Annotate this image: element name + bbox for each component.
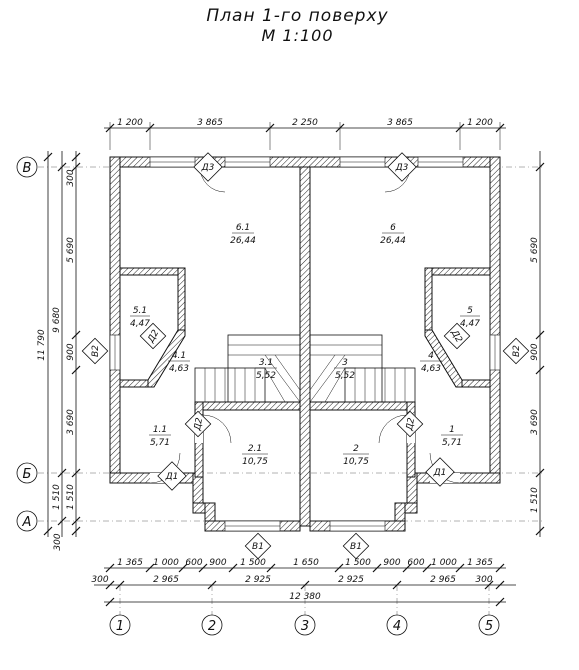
axis-label: 4 (393, 619, 401, 634)
room-area: 4,63 (169, 364, 189, 374)
dim-text: 3 690 (530, 409, 540, 435)
bottom-dimensions: 1 365 1 000 600 900 1 500 1 650 1 500 90… (91, 558, 516, 607)
dim-text: 600 (407, 558, 424, 568)
dim-text: 5 690 (66, 237, 76, 263)
dim-text: 9 680 (52, 307, 62, 333)
axis-label: 1 (116, 619, 124, 634)
dim-text: 1 365 (467, 558, 493, 568)
dim-text: 1 500 (345, 558, 371, 568)
room-number: 6 (390, 223, 396, 233)
dim-text: 3 690 (66, 409, 76, 435)
dim-text: 2 965 (153, 575, 179, 585)
room-number: 2.1 (248, 444, 262, 454)
dim-text: 1 510 (52, 484, 62, 510)
top-dimensions: 1 200 3 865 2 250 3 865 1 200 (104, 118, 506, 150)
window-tag: В1 (252, 542, 264, 552)
axis-label: В (23, 161, 32, 176)
dim-text: 900 (209, 558, 226, 568)
room-area: 4,47 (460, 319, 480, 329)
room-number: 5.1 (133, 306, 147, 316)
axis-label: 3 (301, 619, 309, 634)
room-number: 2 (353, 444, 359, 454)
door-tag: Д1 (433, 468, 447, 478)
axis-label: 5 (485, 619, 493, 634)
dim-text: 600 (185, 558, 202, 568)
dim-text: 3 865 (387, 118, 413, 128)
dim-text: 2 925 (338, 575, 364, 585)
room-area: 5,71 (442, 438, 462, 448)
room-labels: 6.1 26,44 6 26,44 5.1 4,47 5 4,47 4.1 4,… (130, 223, 480, 467)
room-area: 10,75 (343, 457, 369, 467)
room-number: 3 (342, 358, 348, 368)
dim-text: 900 (383, 558, 400, 568)
axis-label: Б (23, 467, 32, 482)
room-area: 26,44 (230, 236, 256, 246)
dim-text: 11 790 (37, 329, 47, 361)
door-tag: Д2 (405, 417, 417, 433)
dim-text: 300 (66, 169, 76, 186)
right-dimensions: 5 690 900 3 690 1 510 (530, 151, 545, 537)
dim-text: 1 365 (117, 558, 143, 568)
dim-text: 1 510 (530, 487, 540, 513)
room-number: 3.1 (259, 358, 273, 368)
door-tag: Д3 (395, 163, 409, 173)
window-tag: В1 (350, 542, 362, 552)
drawing-title: План 1-го поверху (206, 6, 389, 26)
dim-text: 1 000 (153, 558, 179, 568)
room-area: 26,44 (380, 236, 406, 246)
room-area: 10,75 (242, 457, 268, 467)
axis-label: 2 (208, 619, 216, 634)
axis-label: А (22, 515, 32, 530)
window-tag: В2 (91, 345, 101, 357)
dim-text: 1 500 (240, 558, 266, 568)
opening-tags: Д3 Д3 Д2 Д2 Д2 Д2 Д1 Д1 (81, 152, 530, 560)
dim-text: 300 (53, 533, 63, 550)
dim-text: 5 690 (530, 237, 540, 263)
dim-total: 12 380 (289, 592, 321, 602)
dim-text: 300 (475, 575, 492, 585)
room-number: 4.1 (172, 351, 186, 361)
dim-text: 1 510 (66, 484, 76, 510)
room-area: 5,71 (150, 438, 170, 448)
axis-bubbles-letters: В Б А (16, 156, 38, 532)
window-tag: В2 (512, 345, 522, 357)
room-area: 5,52 (335, 371, 355, 381)
dim-text: 1 200 (117, 118, 143, 128)
dim-text: 1 650 (293, 558, 319, 568)
room-number: 1 (449, 425, 455, 435)
dim-text: 300 (91, 575, 108, 585)
room-area: 4,47 (130, 319, 150, 329)
room-area: 5,52 (256, 371, 276, 381)
room-number: 4 (428, 351, 434, 361)
room-number: 1.1 (153, 425, 167, 435)
drawing-scale: М 1:100 (261, 26, 334, 45)
room-number: 6.1 (236, 223, 250, 233)
stairs (194, 334, 416, 403)
dim-text: 2 925 (245, 575, 271, 585)
dim-text: 3 865 (197, 118, 223, 128)
room-area: 4,63 (421, 364, 441, 374)
dim-text: 2 965 (430, 575, 456, 585)
axis-bubbles-numbers: 1 2 3 4 5 (109, 614, 500, 636)
door-tag: Д1 (165, 472, 179, 482)
dim-text: 1 000 (431, 558, 457, 568)
room-number: 5 (467, 306, 473, 316)
dim-text: 1 200 (467, 118, 493, 128)
grid-axes (38, 166, 545, 615)
door-tag: Д3 (201, 163, 215, 173)
left-dimensions: 11 790 9 680 1 510 300 5 690 900 3 690 1… (37, 151, 81, 551)
dim-text: 900 (66, 343, 76, 360)
dim-text: 900 (530, 343, 540, 360)
door-tag: Д2 (193, 417, 205, 433)
dim-text: 2 250 (292, 118, 318, 128)
